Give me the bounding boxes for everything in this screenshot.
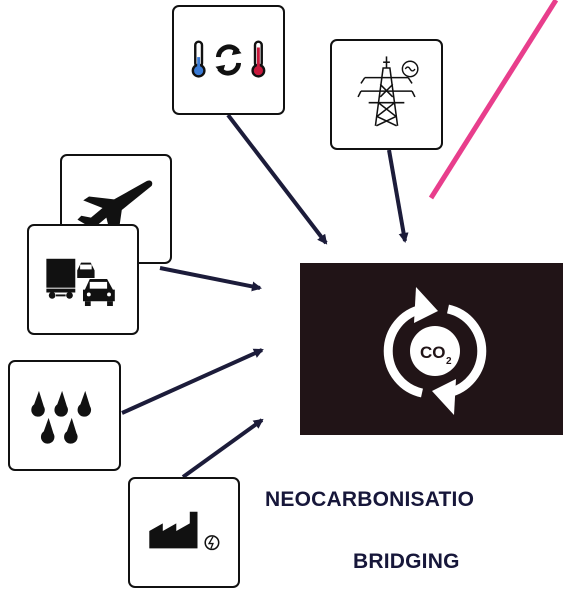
co2-badge-text: CO bbox=[420, 343, 446, 362]
co2-badge-subscript: 2 bbox=[446, 356, 452, 367]
power-pylon-card bbox=[330, 39, 443, 150]
arrow-rain-to-co2 bbox=[121, 348, 264, 415]
arrow-pylon-to-co2 bbox=[387, 149, 409, 243]
factory-icon bbox=[149, 511, 220, 551]
thermometer-cycle-icon bbox=[191, 40, 266, 78]
co2-cycle-icon: CO 2 bbox=[383, 287, 487, 415]
transport-card bbox=[27, 224, 139, 335]
co2-panel: CO 2 bbox=[300, 263, 563, 435]
power-pylon-icon bbox=[357, 56, 419, 127]
rain-card bbox=[8, 360, 121, 471]
thermometer-card bbox=[172, 5, 285, 115]
truck-car-traffic-icon bbox=[46, 258, 115, 307]
arrow-thermometer-to-co2 bbox=[226, 113, 328, 245]
factory-card bbox=[128, 477, 240, 588]
arrow-transport-to-co2 bbox=[159, 266, 262, 292]
neocarbonisation-label: NEOCARBONISATIO bbox=[265, 488, 475, 511]
bridging-label: BRIDGING bbox=[353, 550, 460, 573]
accent-line bbox=[428, 0, 559, 200]
arrow-factory-to-co2 bbox=[181, 418, 264, 479]
rain-drops-icon bbox=[31, 390, 92, 444]
